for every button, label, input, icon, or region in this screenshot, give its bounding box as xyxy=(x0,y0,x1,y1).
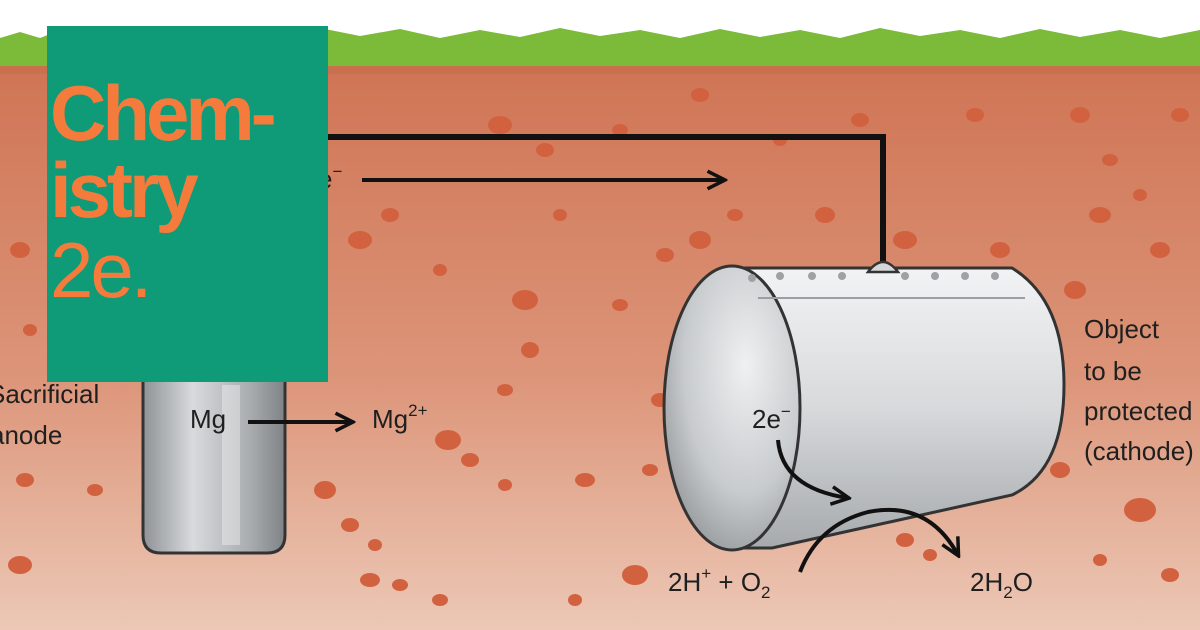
connecting-wire xyxy=(300,134,886,270)
protected-tank xyxy=(662,260,1066,552)
mg-ion-charge: 2+ xyxy=(408,401,427,420)
product-h-subscript: 2 xyxy=(1003,583,1012,602)
mg-ion-label: Mg2+ xyxy=(372,401,428,434)
cover-title-line-1: Chem- xyxy=(50,69,277,157)
reactant-2h: 2H xyxy=(668,567,701,597)
soil-grass-edge xyxy=(0,66,1200,74)
reactants-label: 2H+ + O2 xyxy=(668,564,771,602)
cover-edition: 2e. xyxy=(50,226,152,314)
tank-body xyxy=(733,266,1066,550)
product-label: 2H2O xyxy=(970,567,1033,602)
tank-rivets xyxy=(748,272,999,282)
object-label-line-1: Object xyxy=(1084,314,1160,344)
product-o: O xyxy=(1013,567,1033,597)
cover-title-line-2: istry xyxy=(50,146,199,234)
mg-label: Mg xyxy=(190,404,226,434)
reactant-o2-subscript: 2 xyxy=(761,583,770,602)
soil-specks xyxy=(8,88,1189,606)
reactant-plus-o: + O xyxy=(711,567,761,597)
tank-electrons-label: 2e− xyxy=(752,402,791,434)
anode-highlight xyxy=(222,385,240,545)
mg-ion-text: Mg xyxy=(372,404,408,434)
anode-label-line-2: anode xyxy=(0,420,62,450)
book-cover-badge: Chem- istry 2e. xyxy=(47,26,328,382)
electron-top-charge: − xyxy=(332,162,342,181)
object-label-line-3: protected xyxy=(1084,396,1192,426)
object-label-line-4: (cathode) xyxy=(1084,436,1194,466)
tank-electrons-text: 2e xyxy=(752,404,781,434)
product-2h: 2H xyxy=(970,567,1003,597)
tank-electrons-charge: − xyxy=(781,402,791,421)
reactant-2h-charge: + xyxy=(701,564,711,583)
object-label-line-2: to be xyxy=(1084,356,1142,386)
anode-label-line-1: Sacrificial xyxy=(0,379,99,409)
reaction-arrow xyxy=(798,507,958,573)
wire-terminal xyxy=(865,260,901,274)
electron-release-arrow xyxy=(776,439,848,498)
tank-end-cap xyxy=(662,264,802,552)
